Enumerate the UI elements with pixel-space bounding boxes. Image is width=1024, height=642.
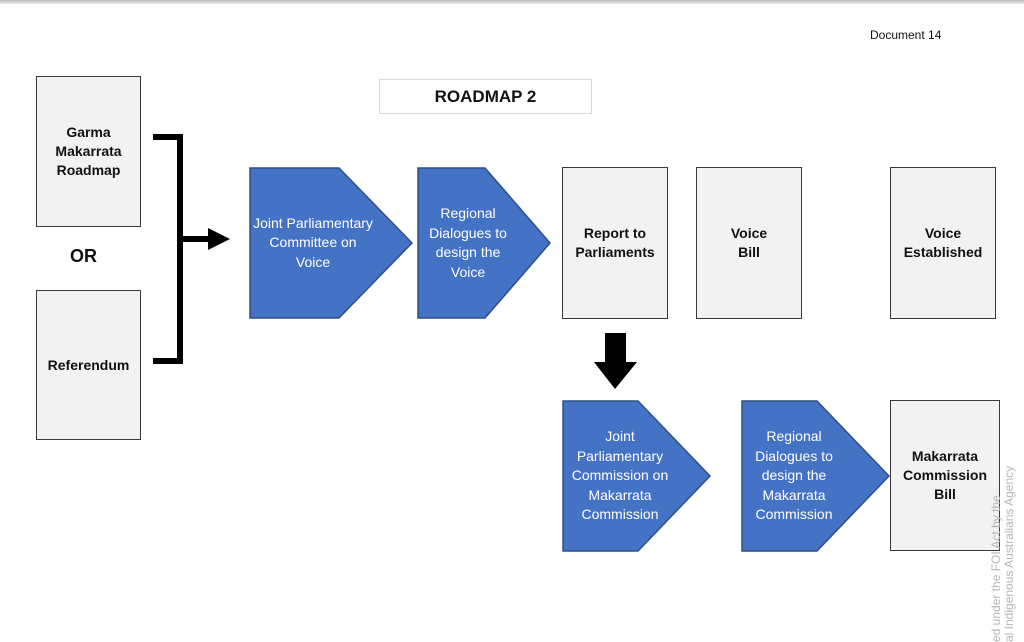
document-label: Document 14 (870, 28, 942, 42)
makarrata-commission-bill-box: Makarrata Commission Bill (890, 400, 1000, 551)
chevron-shape (741, 400, 891, 552)
chevron-label: Regional Dialogues to design the Makarra… (755, 428, 833, 523)
report-to-parliaments-box: Report to Parliaments (562, 167, 668, 319)
right-arrow-icon (180, 228, 230, 250)
or-label: OR (70, 246, 97, 266)
chevron-label: Joint Parliamentary Committee on Voice (253, 214, 373, 270)
merge-bracket (153, 134, 183, 364)
garma-makarrata-roadmap-box: Garma Makarrata Roadmap (36, 76, 141, 227)
chevron-joint-parliamentary-commission: Joint Parliamentary Commission on Makarr… (562, 400, 712, 552)
window-top-edge (0, 0, 1024, 4)
referendum-box: Referendum (36, 290, 141, 440)
chevron-label: Regional Dialogues to design the Voice (429, 205, 507, 280)
chevron-shape (562, 400, 712, 552)
voice-bill-label: Voice Bill (730, 225, 768, 260)
chevron-regional-dialogues-makarrata: Regional Dialogues to design the Makarra… (741, 400, 891, 552)
down-arrow-icon (594, 333, 637, 389)
watermark-line-2: al Indigenous Australians Agency (1002, 465, 1016, 642)
chevron-regional-dialogues-voice: Regional Dialogues to design the Voice (417, 167, 552, 319)
chevron-joint-parliamentary-committee: Joint Parliamentary Committee on Voice (249, 167, 414, 319)
makarrata-commission-bill-label: Makarrata Commission Bill (902, 448, 987, 502)
voice-bill-box: Voice Bill (696, 167, 802, 319)
foi-watermark: ed under the FOI Act by the al Indigenou… (989, 465, 1016, 642)
chevron-label: Joint Parliamentary Commission on Makarr… (571, 428, 669, 523)
chevron-shape (417, 167, 551, 319)
voice-established-box: Voice Established (890, 167, 996, 319)
voice-established-label: Voice Established (903, 225, 983, 260)
garma-makarrata-roadmap-label: Garma Makarrata Roadmap (55, 124, 122, 178)
referendum-label: Referendum (47, 356, 130, 373)
chevron-shape (249, 167, 414, 319)
roadmap-title: ROADMAP 2 (379, 79, 592, 114)
report-to-parliaments-label: Report to Parliaments (575, 225, 655, 260)
